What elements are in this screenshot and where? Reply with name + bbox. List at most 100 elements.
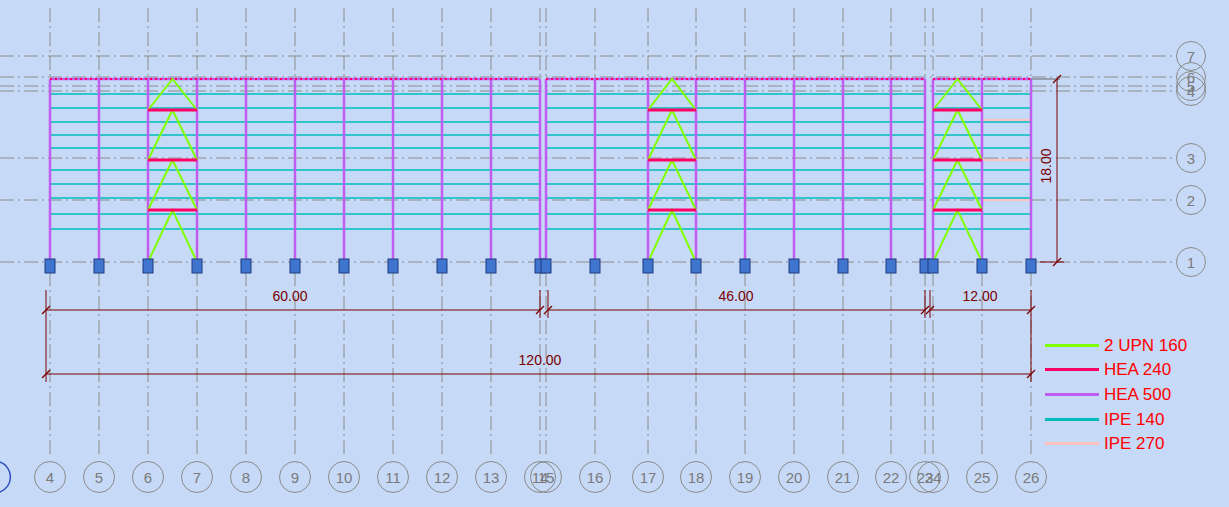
bracing <box>933 210 982 262</box>
bracing <box>648 79 696 110</box>
grid-line <box>0 56 1172 57</box>
rail-beam <box>546 197 925 199</box>
legend-entry: HEA 240 <box>1045 358 1187 383</box>
support <box>192 259 202 273</box>
grid-bubble: 6 <box>132 461 164 493</box>
grid-line <box>843 8 844 458</box>
support <box>388 259 398 273</box>
support <box>94 259 104 273</box>
grid-number: 7 <box>193 470 201 485</box>
column <box>1030 79 1033 262</box>
grid-bubble: 4 <box>34 461 66 493</box>
roof-beam-marks <box>546 78 925 80</box>
rail-beam <box>546 169 925 171</box>
grid-number: 1 <box>1187 255 1195 270</box>
strut <box>148 209 197 212</box>
column <box>647 79 650 262</box>
column <box>49 79 52 262</box>
grid-line <box>1031 8 1032 458</box>
roof-beam-marks <box>50 78 540 80</box>
legend-text: IPE 270 <box>1104 435 1165 452</box>
column <box>932 79 935 262</box>
column <box>539 79 542 262</box>
strut <box>933 109 982 112</box>
grid-line <box>540 8 541 458</box>
grid-line <box>925 8 926 458</box>
extension-line <box>540 290 541 318</box>
extension-line <box>1031 79 1060 80</box>
strut <box>933 159 982 162</box>
grid-line <box>648 8 649 458</box>
grid-number: 19 <box>737 470 754 485</box>
strut <box>148 109 197 112</box>
grid-number: 10 <box>336 470 353 485</box>
grid-line <box>442 8 443 458</box>
grid-number: 9 <box>291 470 299 485</box>
dimension-label: 46.00 <box>718 289 753 303</box>
grid-number: 6 <box>144 470 152 485</box>
rail-beam <box>546 134 925 136</box>
rail-beam <box>546 121 925 123</box>
support <box>977 259 987 273</box>
grid-bubble: 16 <box>579 461 611 493</box>
bracing <box>148 110 197 160</box>
support <box>928 259 938 273</box>
grid-bubble: 7 <box>1176 41 1206 71</box>
column <box>842 79 845 262</box>
legend-entry: IPE 140 <box>1045 407 1187 432</box>
extension-line <box>1040 262 1064 263</box>
support <box>886 259 896 273</box>
grid-bubble: 15 <box>530 461 562 493</box>
legend-swatch <box>1045 442 1099 445</box>
grid-line <box>794 8 795 458</box>
rail-beam <box>546 107 925 109</box>
rail-beam <box>546 228 925 230</box>
support <box>290 259 300 273</box>
bracing <box>933 160 982 210</box>
dimension-line <box>548 310 925 311</box>
grid-bubble: 8 <box>230 461 262 493</box>
support <box>541 259 551 273</box>
legend-entry: 2 UPN 160 <box>1045 333 1187 358</box>
bracing <box>648 110 696 160</box>
bracing <box>148 160 197 210</box>
support <box>45 259 55 273</box>
grid-number: 2 <box>1187 193 1195 208</box>
extension-line <box>925 290 926 318</box>
grid-line <box>99 8 100 458</box>
support <box>143 259 153 273</box>
grid-line <box>745 8 746 458</box>
grid-number: 18 <box>688 470 705 485</box>
bracing <box>148 210 197 262</box>
support <box>241 259 251 273</box>
support <box>740 259 750 273</box>
column <box>793 79 796 262</box>
support <box>1026 259 1036 273</box>
grid-line <box>0 86 1172 87</box>
grid-line <box>295 8 296 458</box>
column <box>294 79 297 262</box>
grid-number: 4 <box>1187 84 1195 99</box>
bracing <box>933 110 982 160</box>
grid-number: 8 <box>242 470 250 485</box>
grid-bubble: 17 <box>632 461 664 493</box>
roof-beam <box>50 78 540 81</box>
grid-number: 25 <box>974 470 991 485</box>
grid-bubble: 20 <box>778 461 810 493</box>
support <box>838 259 848 273</box>
extension-line <box>930 290 931 318</box>
grid-line <box>0 77 1172 78</box>
grid-number: 5 <box>95 470 103 485</box>
grid-number: 4 <box>46 470 54 485</box>
grid-bubble: 13 <box>475 461 507 493</box>
grid-line <box>0 158 1172 159</box>
grid-line <box>982 8 983 458</box>
grid-line <box>246 8 247 458</box>
ipe270-beam <box>983 159 1031 161</box>
grid-bubble: 5 <box>83 461 115 493</box>
ipe270-beam <box>983 119 1031 121</box>
grid-number: 12 <box>434 470 451 485</box>
legend-swatch <box>1045 368 1099 371</box>
legend-text: 2 UPN 160 <box>1104 337 1187 354</box>
column <box>245 79 248 262</box>
